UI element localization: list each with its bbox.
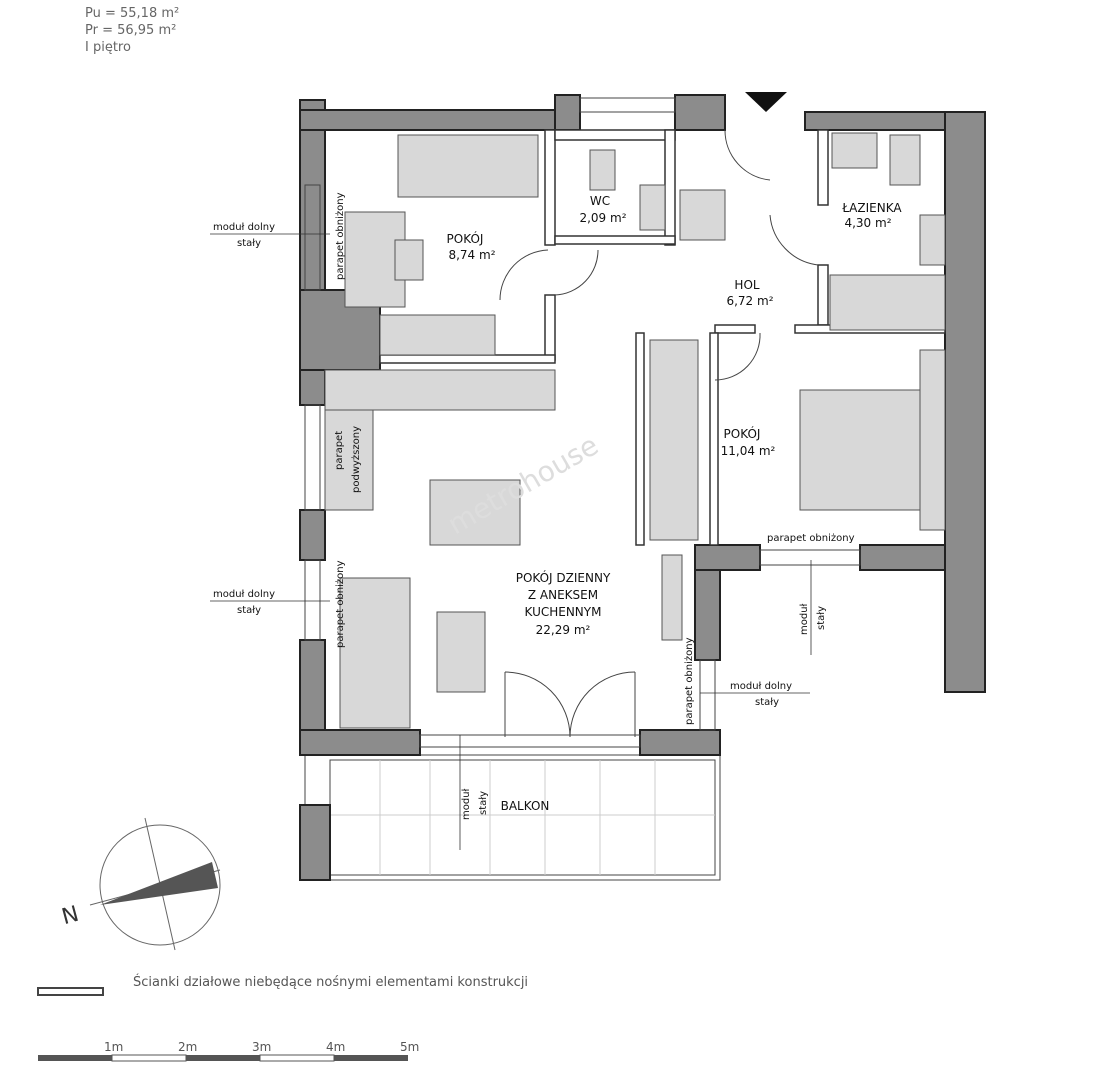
room-area: 2,09 m² (579, 211, 626, 225)
entrance-arrow-icon (745, 92, 787, 112)
room-name: WC (590, 194, 610, 208)
room-name: POKÓJ (724, 426, 761, 441)
compass (89, 817, 221, 951)
annotation: moduł dolny (213, 222, 275, 233)
usable-area: Pu = 55,18 m² (85, 6, 180, 21)
annotation: podwyższony (351, 426, 362, 493)
annotation: moduł (461, 788, 472, 820)
annotation: stały (755, 697, 779, 708)
scale-label: 2m (178, 1040, 198, 1054)
balcony-tiles (330, 760, 715, 875)
annotation: stały (478, 791, 489, 815)
scale-label: 3m (252, 1040, 272, 1054)
annotation: stały (237, 605, 261, 616)
partition-walls (379, 129, 946, 546)
annotation: moduł dolny (213, 589, 275, 600)
north-arrow-icon (100, 862, 218, 905)
annotation: parapet obniżony (767, 533, 855, 544)
scale-bar (38, 1054, 408, 1062)
door-swings (499, 129, 819, 738)
balcony-pier (299, 804, 331, 881)
total-area: Pr = 56,95 m² (85, 23, 177, 38)
room-name: POKÓJ DZIENNY (516, 570, 611, 585)
windows (304, 97, 861, 748)
annotation: moduł dolny (730, 681, 792, 692)
room-name: POKÓJ (447, 231, 484, 246)
room-area: 22,29 m² (536, 623, 591, 637)
room-name-line2: Z ANEKSEM (528, 588, 598, 602)
annotation: parapet obniżony (684, 637, 695, 725)
scale-label: 1m (104, 1040, 124, 1054)
floor-label: I piętro (85, 40, 131, 55)
room-name: BALKON (501, 799, 550, 813)
compass-north: N (59, 902, 81, 930)
room-name: ŁAZIENKA (841, 201, 902, 215)
furniture (324, 132, 946, 729)
balcony-inner (329, 759, 716, 876)
room-area: 4,30 m² (844, 216, 891, 230)
room-area: 6,72 m² (726, 294, 773, 308)
room-area: 11,04 m² (721, 444, 776, 458)
scale-label: 5m (400, 1040, 420, 1054)
annotation: moduł (799, 603, 810, 635)
legend-swatch (37, 987, 104, 996)
room-area: 8,74 m² (448, 248, 495, 262)
annotation: parapet (334, 431, 345, 470)
annotation: stały (816, 606, 827, 630)
annotation: parapet obniżony (335, 192, 346, 280)
room-name: HOL (734, 278, 759, 292)
legend-text: Ścianki działowe niebędące nośnymi eleme… (133, 975, 529, 990)
annotation: parapet obniżony (335, 560, 346, 648)
room-name-line3: KUCHENNYM (525, 605, 602, 619)
scale-label: 4m (326, 1040, 346, 1054)
balcony-outline (304, 754, 721, 881)
annotation: stały (237, 238, 261, 249)
